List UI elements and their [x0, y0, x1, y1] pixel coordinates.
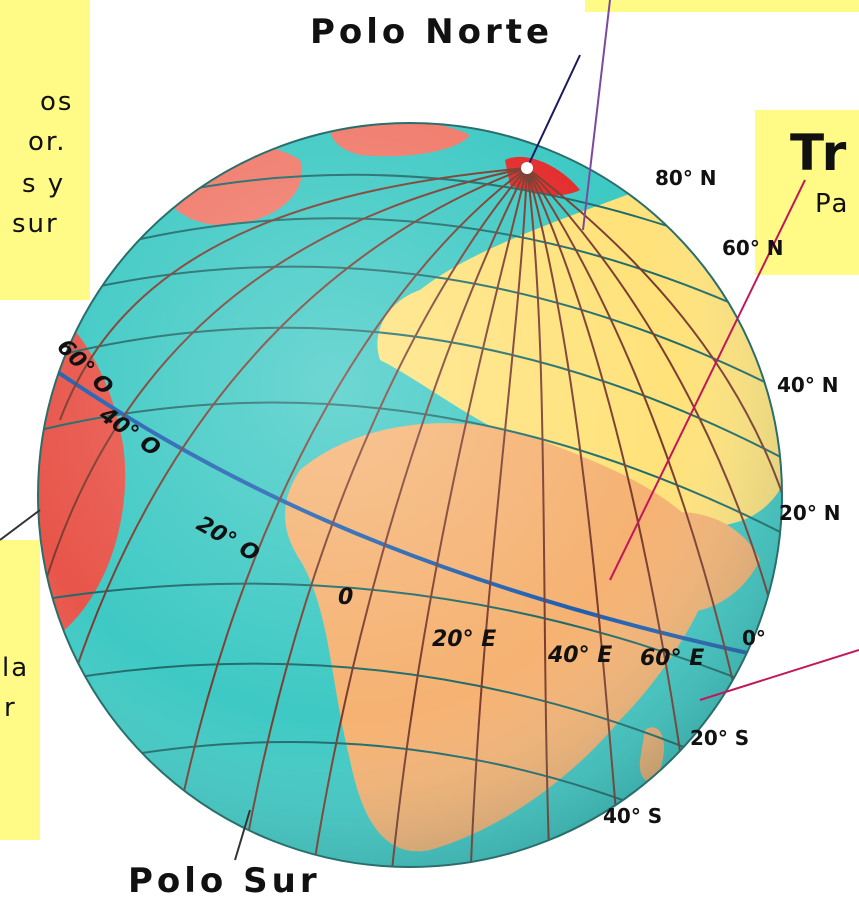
top-callout-edge	[585, 0, 859, 12]
north-pole-marker	[521, 162, 533, 174]
lon-40e-label: 40° E	[547, 643, 612, 668]
left-top-text-3: s y	[22, 169, 65, 199]
right-callout-title: Tr	[790, 124, 849, 182]
lat-40n-label: 40° N	[777, 373, 839, 397]
globe-outline	[37, 122, 783, 868]
left-top-text-2: or.	[28, 127, 66, 157]
left-bottom-text-1: la	[2, 653, 29, 683]
lat-60n-label: 60° N	[722, 236, 784, 260]
globe	[37, 122, 783, 868]
left-top-text-1: os	[40, 87, 73, 117]
lon-20e-label: 20° E	[432, 627, 496, 652]
lat-80n-label: 80° N	[655, 166, 717, 190]
left-bottom-callout: la r	[0, 540, 40, 840]
north-pole-label: Polo Norte	[310, 12, 553, 52]
lat-20n-label: 20° N	[779, 501, 841, 525]
lat-40s-label: 40° S	[603, 804, 662, 828]
left-top-callout: os or. s y sur	[0, 0, 90, 300]
pointer-lines	[0, 0, 859, 861]
right-callout-subtitle: Pa	[815, 189, 849, 219]
lat-0-label: 0°	[742, 626, 766, 650]
south-pole-label: Polo Sur	[128, 861, 321, 900]
left-top-text-4: sur	[12, 209, 59, 239]
lat-20s-label: 20° S	[690, 726, 749, 750]
lon-60e-label: 60° E	[640, 646, 704, 671]
lon-0-label: 0	[338, 585, 353, 610]
left-bottom-text-2: r	[4, 693, 17, 723]
